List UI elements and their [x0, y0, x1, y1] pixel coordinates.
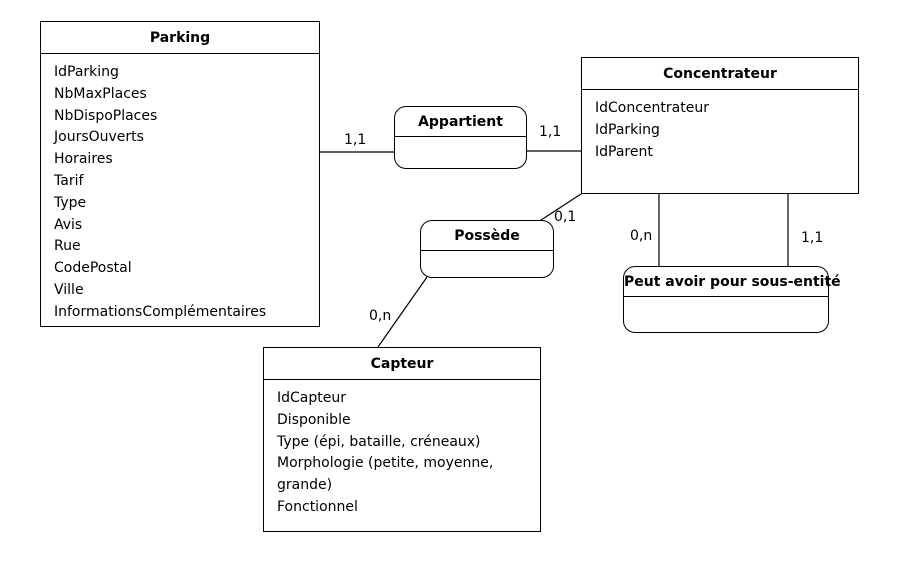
- entity-title: Parking: [41, 22, 319, 54]
- attribute: Fonctionnel: [277, 498, 358, 515]
- attribute: Type (épi, bataille, créneaux): [277, 433, 481, 450]
- association-possede[interactable]: Possède: [420, 220, 554, 278]
- attribute: Horaires: [54, 151, 113, 168]
- attribute: InformationsComplémentaires: [54, 303, 267, 320]
- cardinality-concentrateur-possede: 0,1: [554, 209, 577, 225]
- attribute: IdConcentrateur: [595, 100, 709, 116]
- entity-concentrateur[interactable]: Concentrateur IdConcentrateur IdParking …: [581, 57, 859, 194]
- link-concentrateur-possede: [537, 193, 582, 223]
- attribute: Ville: [54, 281, 84, 298]
- cardinality-sous-entite-left: 0,n: [630, 228, 653, 244]
- attribute: CodePostal: [54, 260, 132, 277]
- entity-title: Concentrateur: [582, 58, 858, 90]
- attribute: IdParking: [54, 64, 119, 80]
- cardinality-parking-appartient: 1,1: [344, 132, 367, 148]
- attribute: Type: [54, 194, 87, 211]
- attribute: JoursOuverts: [54, 129, 144, 146]
- association-title: Appartient: [395, 107, 526, 137]
- association-sous-entite[interactable]: Peut avoir pour sous-entité: [623, 266, 841, 333]
- link-possede-capteur: [377, 276, 428, 348]
- cardinality-sous-entite-right: 1,1: [801, 230, 824, 246]
- association-title: Possède: [421, 221, 553, 251]
- attribute: NbDispoPlaces: [54, 107, 158, 124]
- cardinality-capteur-possede: 0,n: [369, 308, 392, 324]
- attribute-list: IdConcentrateur IdParking IdParent: [582, 90, 858, 163]
- attribute: IdParent: [595, 143, 653, 160]
- attribute: Morphologie (petite, moyenne, grande): [277, 455, 494, 494]
- attribute: NbMaxPlaces: [54, 85, 147, 102]
- entity-title: Capteur: [264, 348, 540, 380]
- association-title: Peut avoir pour sous-entité: [624, 267, 841, 297]
- attribute: Avis: [54, 216, 83, 233]
- cardinality-concentrateur-appartient: 1,1: [539, 124, 562, 140]
- attribute: Disponible: [277, 411, 351, 428]
- attribute: Tarif: [54, 172, 84, 189]
- attribute-list: IdParking NbMaxPlaces NbDispoPlaces Jour…: [41, 54, 319, 324]
- attribute: Rue: [54, 238, 81, 255]
- entity-capteur[interactable]: Capteur IdCapteur Disponible Type (épi, …: [263, 347, 541, 532]
- attribute: IdCapteur: [277, 390, 346, 406]
- attribute: IdParking: [595, 121, 660, 138]
- attribute-list: IdCapteur Disponible Type (épi, bataille…: [264, 380, 540, 519]
- association-appartient[interactable]: Appartient: [394, 106, 527, 169]
- entity-parking[interactable]: Parking IdParking NbMaxPlaces NbDispoPla…: [40, 21, 320, 327]
